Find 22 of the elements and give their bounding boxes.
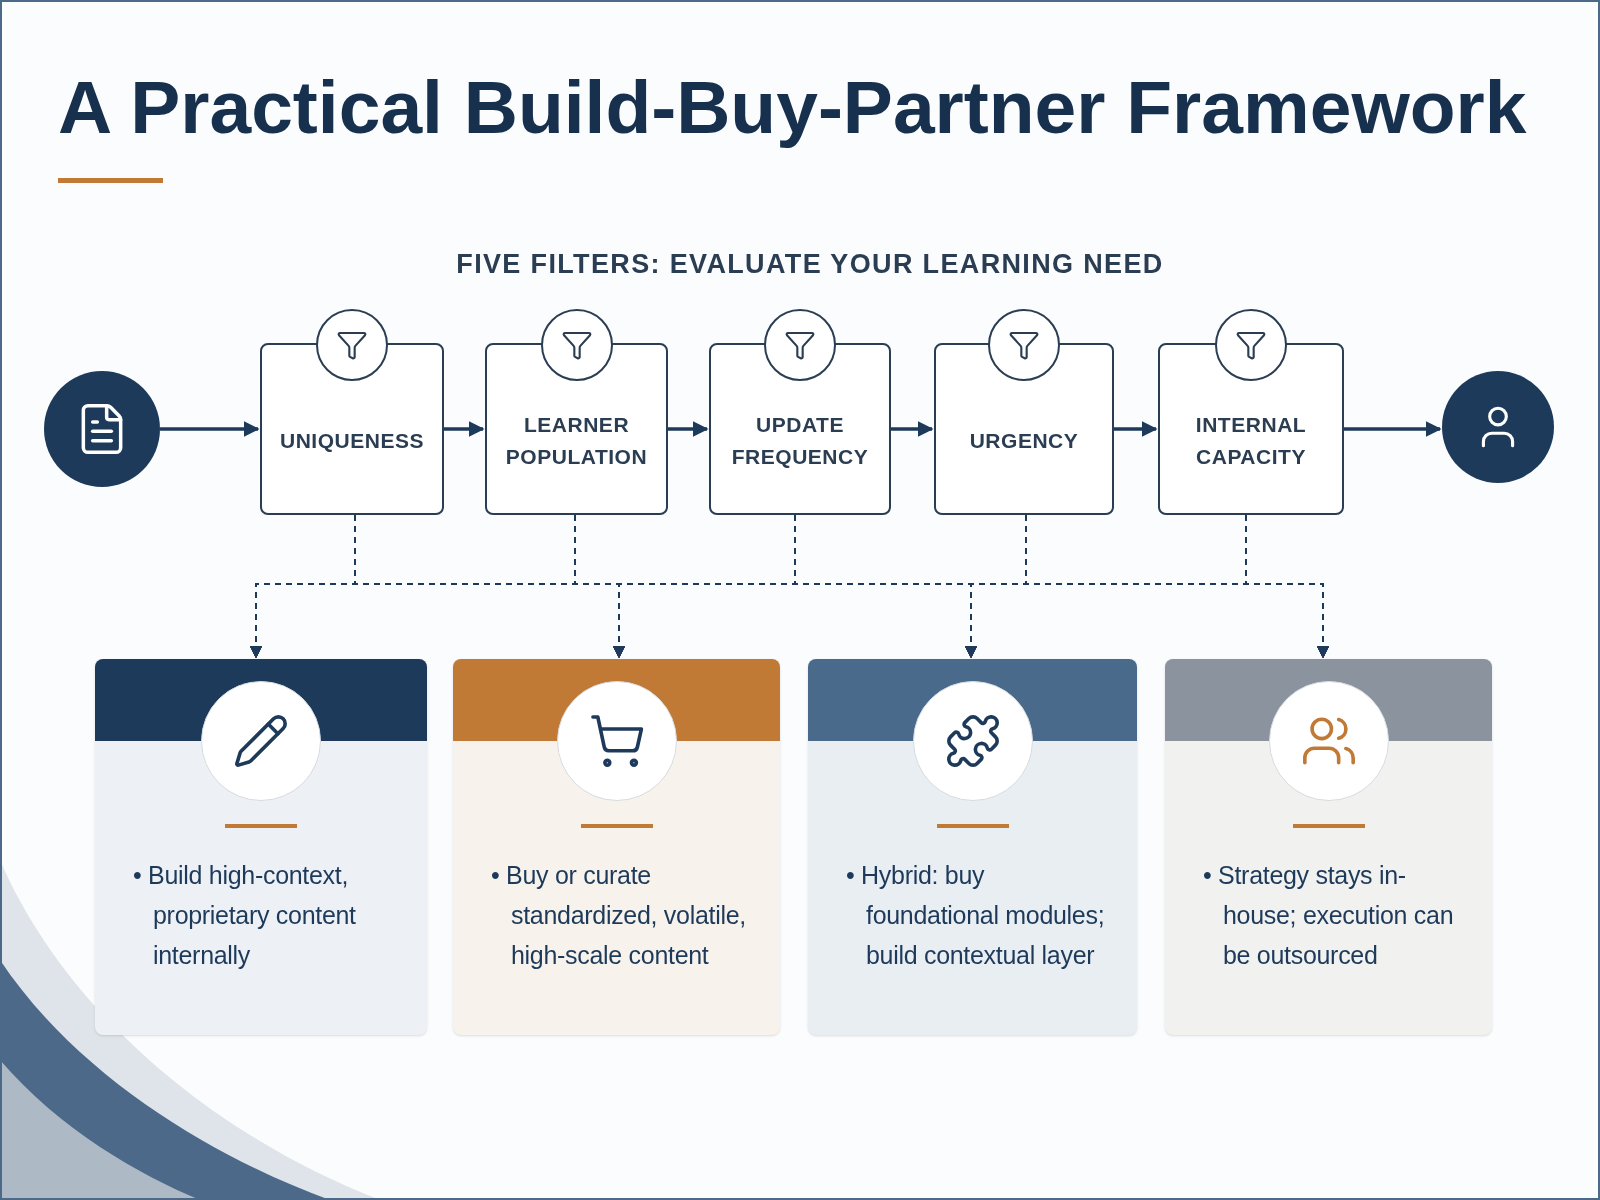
filter-label: UPDATE FREQUENCY bbox=[730, 412, 870, 470]
flow-arrow bbox=[160, 421, 260, 437]
filter-label: INTERNAL CAPACITY bbox=[1194, 412, 1308, 470]
filter-label: LEARNER POPULATION bbox=[504, 412, 649, 470]
dashed-arrow bbox=[1245, 514, 1329, 659]
outcome-card bbox=[453, 659, 780, 1035]
card-text: • Build high-context, proprietary content internally bbox=[133, 860, 357, 971]
filter-label: UNIQUENESS bbox=[279, 428, 425, 454]
card-text: • Strategy stays in-house; execution can be outsourced bbox=[1203, 860, 1455, 971]
outcome-card bbox=[1165, 659, 1492, 1035]
flow-arrow bbox=[668, 421, 709, 437]
filter-label: URGENCY bbox=[969, 428, 1079, 454]
section-heading: FIVE FILTERS: EVALUATE YOUR LEARNING NEED bbox=[455, 248, 1165, 281]
outcome-card bbox=[808, 659, 1137, 1035]
title: A Practical Build-Buy-Partner Framework bbox=[58, 64, 1527, 151]
card-text: • Hybrid: buy foundational modules; build contextual layer bbox=[846, 860, 1106, 971]
outcome-card bbox=[95, 659, 427, 1035]
flow-arrow bbox=[1344, 421, 1442, 437]
card-text: • Buy or curate standardized, volatile, high-scale content bbox=[491, 860, 747, 971]
flow-arrow bbox=[1114, 421, 1158, 437]
flow-arrow bbox=[444, 421, 485, 437]
flow-arrow bbox=[891, 421, 934, 437]
